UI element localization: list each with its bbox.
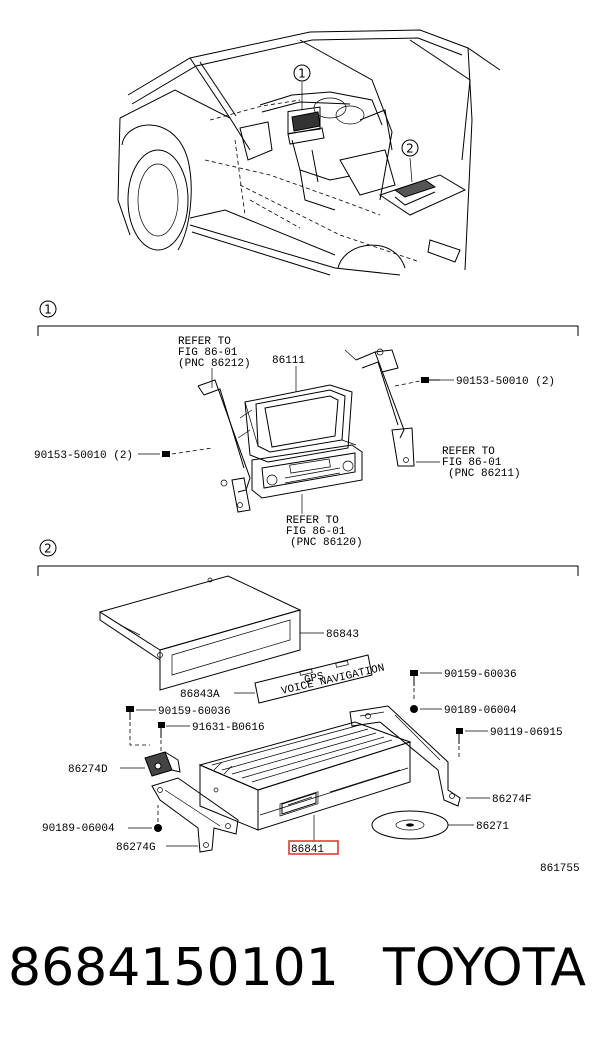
refer-86211-line1: REFER TO [442,446,495,458]
section-1-marker-label: 1 [44,303,52,317]
plate-text-gps: GPS [303,671,325,687]
refer-86211-line3: (PNC 86211) [448,468,521,480]
section-2: 2 86843 GPS VOICE NAVIGATION 86843A [37,539,580,875]
brand-name: TOYOTA [383,938,586,998]
bracket-86274G [151,777,239,853]
bolt-icon [162,451,170,457]
section-2-marker [39,539,57,557]
label-90119: 90119-06915 [490,727,563,739]
section-1: 1 REFER TO FIG 86-01 (PNC 86212) 86111 [34,300,579,549]
label-90189-right: 90189-06004 [444,705,517,717]
refer-86120-line1: REFER TO [286,515,339,527]
section-2-marker-top [401,139,419,157]
vehicle-interior-sketch: 1 2 [117,29,501,276]
footer: 8684150101 TOYOTA [0,938,600,1008]
refer-86120-line2: FIG 86-01 [286,526,346,538]
label-90159-right: 90159-60036 [444,669,517,681]
refer-86212-line2: FIG 86-01 [178,347,238,359]
label-86274D: 86274D [68,764,108,776]
section-1-marker [39,300,57,318]
label-90153-right: 90153-50010 (2) [456,376,555,388]
label-90189-left: 90189-06004 [42,823,115,835]
disc-86271 [371,810,449,840]
section-2-marker-top-label: 2 [406,142,414,156]
navigation-computer-86841 [198,721,412,831]
label-86271: 86271 [476,821,509,833]
bolt-icon [158,722,165,738]
plate-86843A: GPS VOICE NAVIGATION [254,654,386,704]
part-number: 8684150101 [8,938,339,998]
section-1-marker-top-label: 1 [298,67,306,81]
plate-text-voice-navigation: VOICE NAVIGATION [280,662,386,697]
bolt-icon [126,706,134,720]
label-86843: 86843 [326,629,359,641]
section-2-marker-label: 2 [44,542,52,556]
refer-86212-line3: (PNC 86212) [178,358,251,370]
bolt-icon [421,377,440,383]
label-90153-left: 90153-50010 (2) [34,450,133,462]
bracket-86274D [144,751,181,777]
label-86274F: 86274F [492,794,532,806]
label-86841: 86841 [291,844,324,856]
parts-diagram: 1 2 1 REFER TO FIG 86-01 (PNC 86212) 861… [34,29,580,875]
label-86274G: 86274G [116,842,156,854]
refer-86120-line3: (PNC 86120) [290,537,363,549]
figure-number: 861755 [540,863,580,875]
label-90159-left: 90159-60036 [158,706,231,718]
label-91631: 91631-B0616 [192,722,265,734]
navigation-display-unit [237,384,363,499]
cover-86843 [98,575,302,691]
bolt-icon [456,728,463,744]
nut-icon [154,824,162,832]
label-86111: 86111 [272,355,305,367]
label-86843A: 86843A [180,689,220,701]
refer-86211-line2: FIG 86-01 [442,457,502,469]
refer-86212-line1: REFER TO [178,336,231,348]
highlight-box-86841 [288,840,339,855]
nut-icon [410,705,418,713]
bracket-86274F [349,705,461,807]
bolt-icon [410,670,418,686]
section-1-marker-top [293,64,311,82]
